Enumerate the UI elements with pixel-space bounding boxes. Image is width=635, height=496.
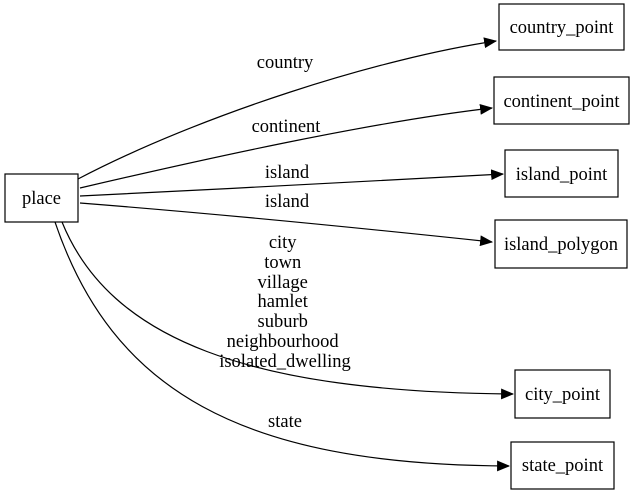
edge-label-neighbourhood-line: neighbourhood — [227, 332, 340, 352]
edge-place-island-point — [79, 169, 505, 197]
node-country-point: country_point — [498, 3, 625, 51]
node-continent-point-box — [493, 76, 630, 125]
edge-label-island-polygon: island — [265, 192, 310, 212]
node-continent-point-label: continent_point — [503, 92, 620, 112]
node-state-point-label: state_point — [522, 456, 604, 476]
node-continent-point: continent_point — [493, 76, 630, 125]
node-city-point-box — [514, 369, 611, 419]
node-city-point-label: city_point — [525, 385, 601, 405]
edge-place-state-point — [54, 221, 511, 472]
node-island-polygon: island_polygon — [494, 219, 628, 269]
edge-label-continent: continent — [252, 117, 322, 137]
node-place-label: place — [22, 189, 61, 209]
edge-place-continent-point — [79, 103, 494, 189]
node-state-point-box — [510, 441, 615, 490]
edges — [54, 37, 515, 472]
edge-place-country-point — [77, 37, 498, 180]
edge-place-city-point — [61, 221, 515, 400]
edge-place-island-polygon — [79, 202, 494, 247]
node-city-point: city_point — [514, 369, 611, 419]
edge-label-hamlet-line: hamlet — [258, 292, 309, 312]
edge-label-island-point: island — [265, 163, 310, 183]
edge-label-village-line: village — [258, 273, 308, 293]
node-island-point-label: island_point — [516, 165, 608, 185]
edge-label-suburb-line: suburb — [258, 312, 308, 332]
node-island-point-box — [504, 149, 619, 198]
edge-label-city-multiline: city town village hamlet suburb neighbou… — [219, 233, 351, 372]
node-island-polygon-box — [494, 219, 628, 269]
node-place-box — [4, 173, 79, 223]
edge-labels: country continent island island city tow… — [219, 53, 351, 432]
edge-label-isolated-dwelling-line: isolated_dwelling — [219, 352, 351, 372]
node-island-point: island_point — [504, 149, 619, 198]
edge-label-town-line: town — [264, 253, 301, 273]
edge-label-state: state — [268, 412, 302, 432]
node-country-point-box — [498, 3, 625, 51]
edge-label-country: country — [257, 53, 314, 73]
edge-label-city-line: city — [269, 233, 297, 253]
node-island-polygon-label: island_polygon — [504, 235, 618, 255]
node-country-point-label: country_point — [510, 18, 615, 38]
node-place: place — [4, 173, 79, 223]
node-state-point: state_point — [510, 441, 615, 490]
